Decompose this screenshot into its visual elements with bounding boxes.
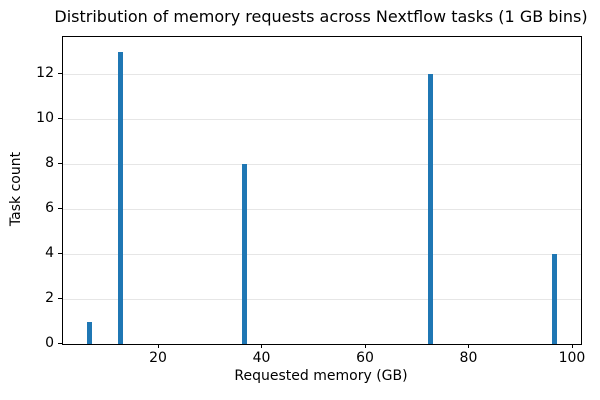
y-tick-mark — [58, 73, 62, 75]
y-tick-mark — [58, 253, 62, 255]
y-tick-label: 0 — [45, 335, 54, 351]
histogram-bar — [86, 321, 92, 344]
gridline-y — [63, 74, 581, 76]
x-tick-mark — [468, 344, 470, 348]
x-tick-label: 40 — [252, 350, 271, 366]
histogram-bar — [428, 74, 434, 344]
x-tick-mark — [571, 344, 573, 348]
y-tick-mark — [58, 118, 62, 120]
gridline-y — [63, 164, 581, 166]
y-tick-label: 8 — [45, 155, 54, 172]
x-tick-mark — [261, 344, 263, 348]
y-tick-label: 2 — [45, 290, 54, 307]
x-tick-label: 80 — [459, 350, 478, 366]
y-tick-label: 6 — [45, 200, 54, 217]
y-tick-mark — [58, 298, 62, 300]
x-tick-label: 100 — [558, 350, 586, 366]
y-tick-label: 4 — [45, 245, 54, 262]
x-tick-label: 20 — [149, 350, 167, 366]
x-tick-mark — [157, 344, 159, 348]
x-axis-label: Requested memory (GB) — [234, 368, 408, 384]
histogram-bar — [241, 164, 247, 344]
y-tick-label: 10 — [36, 110, 54, 127]
x-tick-mark — [364, 344, 366, 348]
x-tick-label: 60 — [356, 350, 374, 366]
histogram-bar — [552, 254, 558, 344]
y-tick-mark — [58, 343, 62, 344]
gridline-y — [63, 209, 581, 211]
plot-area — [62, 36, 582, 345]
gridline-y — [63, 119, 581, 121]
gridline-y — [63, 254, 581, 256]
gridline-y — [63, 299, 581, 301]
chart-title: Distribution of memory requests across N… — [54, 7, 588, 26]
y-tick-mark — [58, 163, 62, 165]
histogram-bar — [117, 51, 123, 344]
y-tick-mark — [58, 208, 62, 210]
y-tick-label: 12 — [36, 65, 54, 82]
y-axis-label: Task count — [8, 151, 24, 227]
